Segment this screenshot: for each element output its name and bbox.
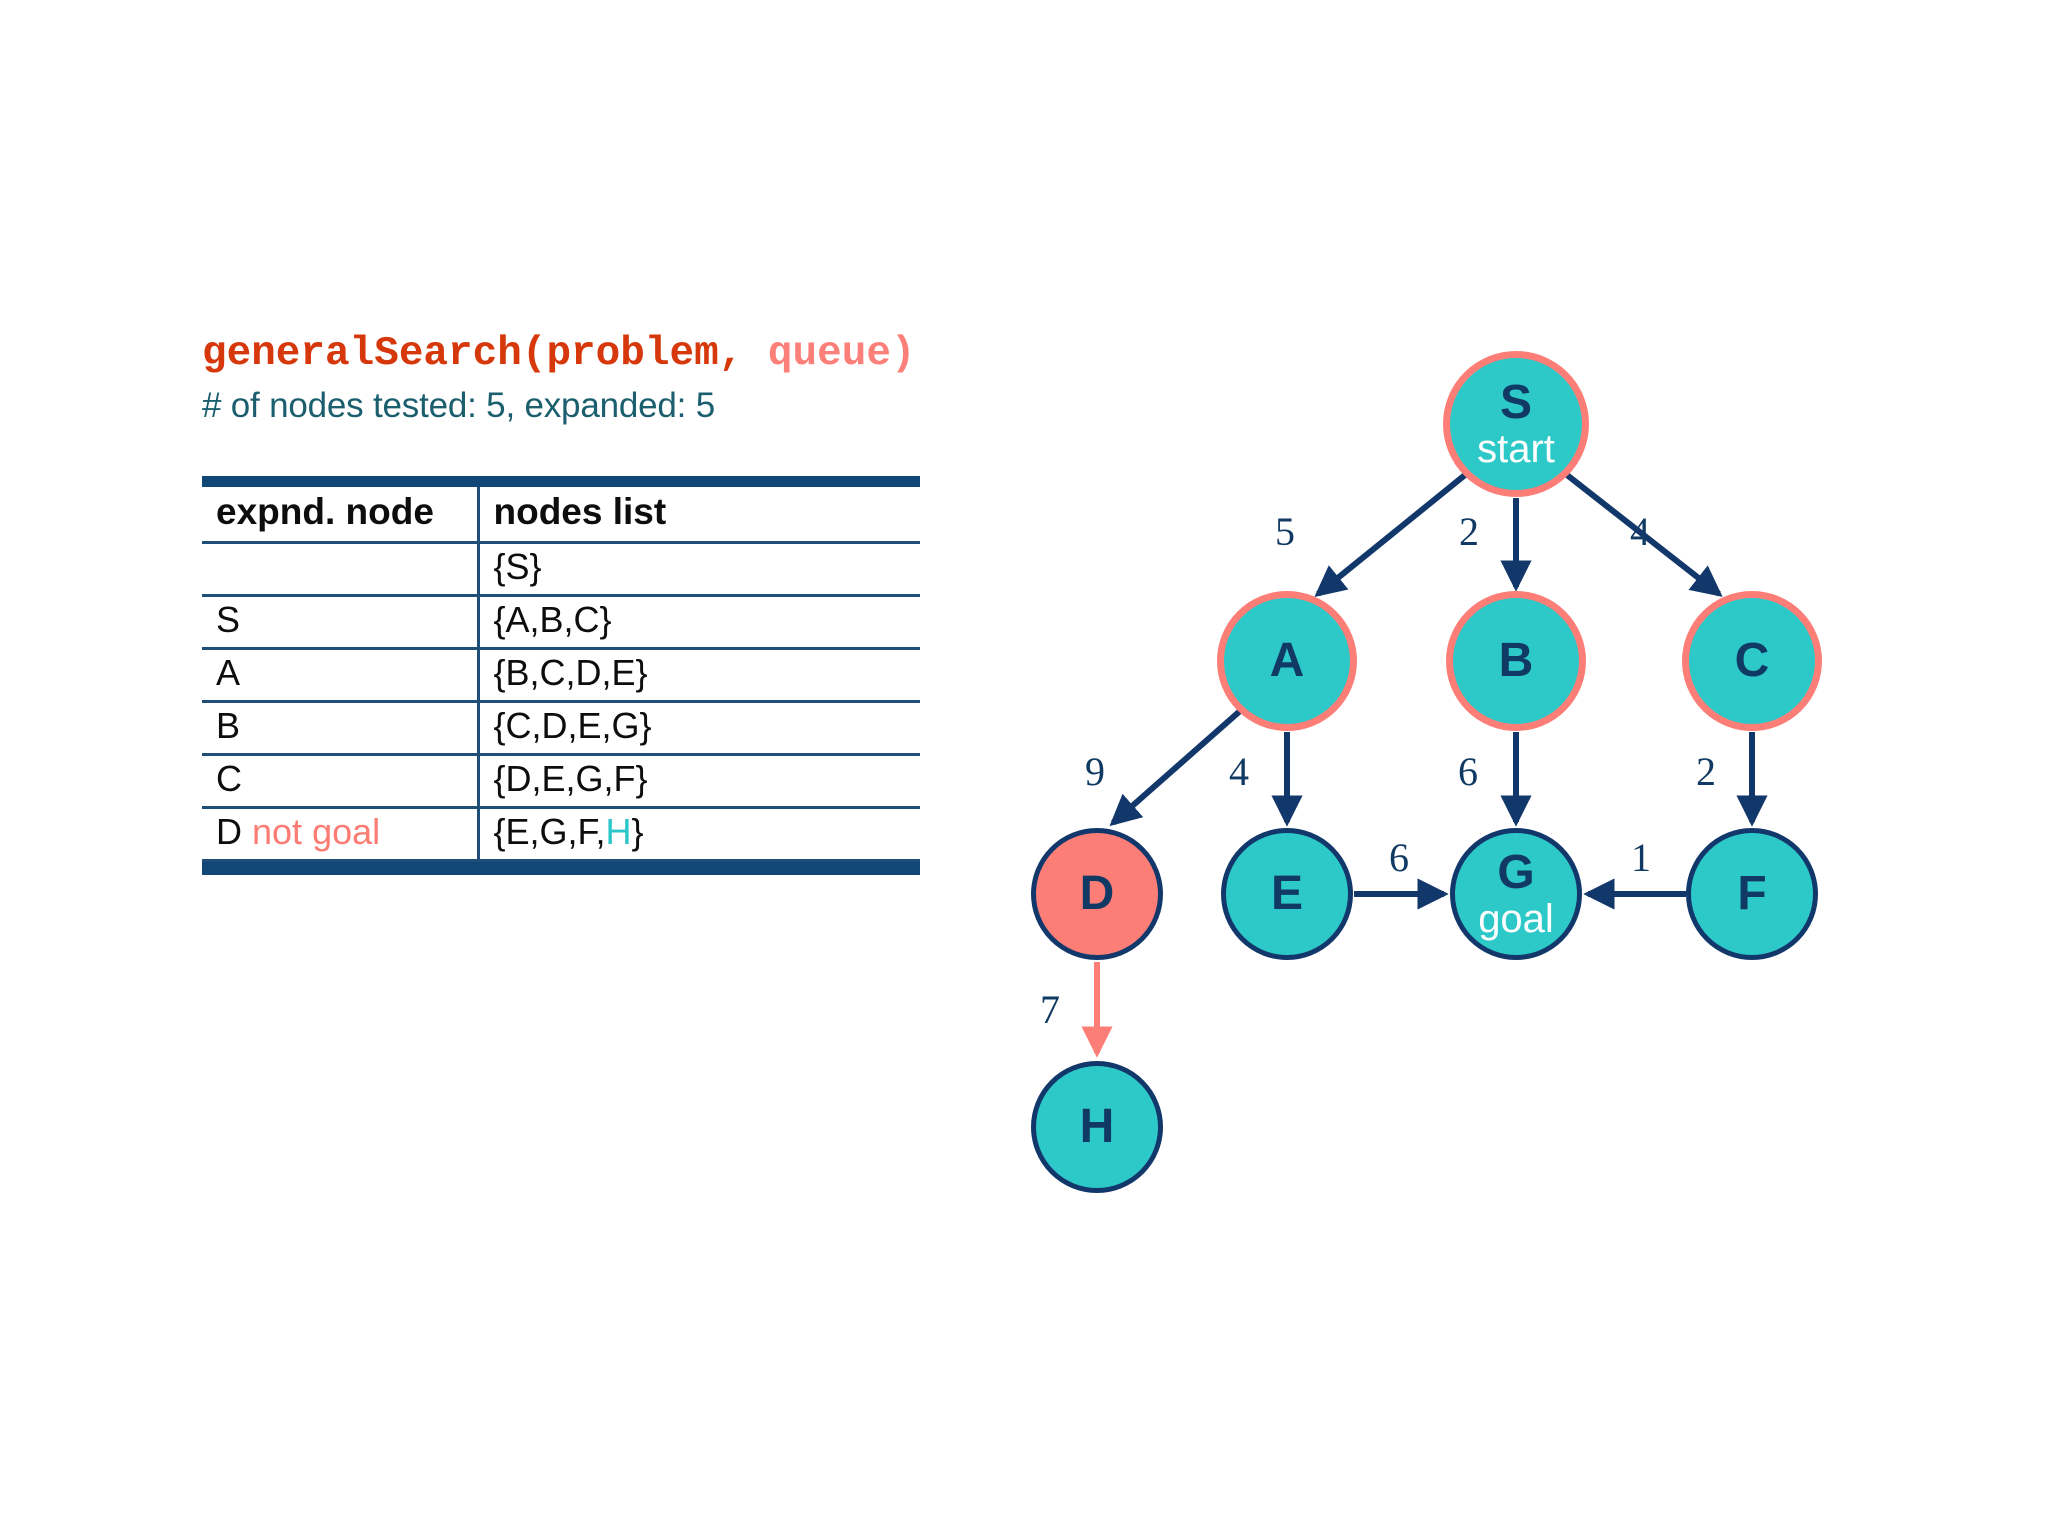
- node-label-s: S: [1499, 376, 1532, 429]
- expanded-node-value: S: [216, 599, 241, 640]
- table-row: C {D,E,G,F}: [202, 754, 920, 809]
- edge-weight-f-g: 1: [1631, 835, 1651, 880]
- nodes-list-pre: {E,G,F,: [493, 811, 606, 852]
- node-counts-line: # of nodes tested: 5, expanded: 5: [202, 385, 715, 425]
- node-label-c: C: [1734, 634, 1770, 687]
- node-label-f: F: [1737, 867, 1767, 920]
- edge-weight-s-b: 2: [1459, 509, 1479, 554]
- cell-nodes-list: {C,D,E,G}: [478, 701, 920, 756]
- cell-expanded-node: B: [202, 701, 480, 756]
- graph-node-e[interactable]: E: [1221, 828, 1353, 960]
- nodes-list-pre: {A,B,C}: [493, 599, 612, 640]
- graph-node-c[interactable]: C: [1682, 591, 1822, 731]
- edge-weight-c-f: 2: [1696, 749, 1716, 794]
- edge-weight-e-g: 6: [1389, 835, 1409, 880]
- column-header-nodes-list: nodes list: [478, 487, 920, 544]
- node-sublabel-start: start: [1477, 427, 1555, 471]
- node-label-d: D: [1079, 867, 1115, 920]
- graph-node-g[interactable]: G goal: [1450, 828, 1582, 960]
- algorithm-trace-panel: generalSearch(problem, queue) # of nodes…: [202, 331, 932, 426]
- cell-nodes-list: {D,E,G,F}: [478, 754, 920, 809]
- function-signature: generalSearch(problem, queue): [202, 331, 932, 378]
- graph-node-s[interactable]: S start: [1443, 351, 1589, 497]
- node-sublabel-goal: goal: [1478, 897, 1554, 941]
- graph-node-a[interactable]: A: [1217, 591, 1357, 731]
- table-row: A {B,C,D,E}: [202, 648, 920, 703]
- table-row: S {A,B,C}: [202, 595, 920, 650]
- table-row: {S}: [202, 542, 920, 597]
- table-row: B {C,D,E,G}: [202, 701, 920, 756]
- expanded-node-value: B: [216, 705, 241, 746]
- graph-node-b[interactable]: B: [1446, 591, 1586, 731]
- table-header-row: expnd. node nodes list: [202, 487, 920, 544]
- node-label-e: E: [1270, 867, 1303, 920]
- edge-weight-s-a: 5: [1275, 509, 1295, 554]
- expanded-node-value: A: [216, 652, 241, 693]
- cell-expanded-node: S: [202, 595, 480, 650]
- cell-expanded-node: A: [202, 648, 480, 703]
- table-row: D not goal {E,G,F,H}: [202, 807, 920, 862]
- nodes-list-pre: {C,D,E,G}: [493, 705, 652, 746]
- node-label-a: A: [1269, 634, 1305, 687]
- edge-s-a: [1314, 472, 1467, 597]
- cell-nodes-list: {A,B,C}: [478, 595, 920, 650]
- not-goal-label: not goal: [252, 811, 381, 852]
- trace-table: expnd. node nodes list {S} S {A,B,C} A {…: [202, 476, 920, 875]
- expanded-node-value: D: [216, 811, 242, 852]
- edge-weight-a-e: 4: [1229, 749, 1249, 794]
- nodes-list-pre: {D,E,G,F}: [493, 758, 648, 799]
- edge-weight-b-g: 6: [1458, 749, 1478, 794]
- graph-node-f[interactable]: F: [1686, 828, 1818, 960]
- table-bottom-bar: [202, 860, 920, 875]
- edge-weight-s-c: 4: [1630, 509, 1650, 554]
- node-label-b: B: [1498, 634, 1534, 687]
- node-label-h: H: [1079, 1100, 1115, 1153]
- nodes-list-pre: {B,C,D,E}: [493, 652, 648, 693]
- cell-nodes-list: {E,G,F,H}: [478, 807, 920, 862]
- nodes-list-highlight: H: [605, 811, 632, 852]
- function-signature-accent: queue): [767, 331, 916, 377]
- table-bottom-bar-fill: [202, 860, 920, 875]
- cell-nodes-list: {S}: [478, 542, 920, 597]
- graph-node-d[interactable]: D: [1031, 828, 1163, 960]
- column-header-expanded-node: expnd. node: [202, 487, 480, 544]
- edge-weight-d-h: 7: [1040, 987, 1060, 1032]
- node-label-g: G: [1497, 846, 1535, 899]
- table-top-bar-fill: [202, 476, 920, 487]
- cell-expanded-node: D not goal: [202, 807, 480, 862]
- graph-node-h[interactable]: H: [1031, 1061, 1163, 1193]
- cell-expanded-node: C: [202, 754, 480, 809]
- search-trace-table: expnd. node nodes list {S} S {A,B,C} A {…: [202, 476, 920, 875]
- expanded-node-value: C: [216, 758, 242, 799]
- nodes-list-pre: {S}: [493, 546, 542, 587]
- edge-weight-a-d: 9: [1085, 749, 1105, 794]
- cell-expanded-node: [202, 542, 480, 597]
- edge-a-d: [1109, 708, 1242, 827]
- cell-nodes-list: {B,C,D,E}: [478, 648, 920, 703]
- nodes-list-post: }: [631, 811, 644, 852]
- function-signature-main: generalSearch(problem,: [202, 331, 768, 377]
- table-top-bar: [202, 476, 920, 487]
